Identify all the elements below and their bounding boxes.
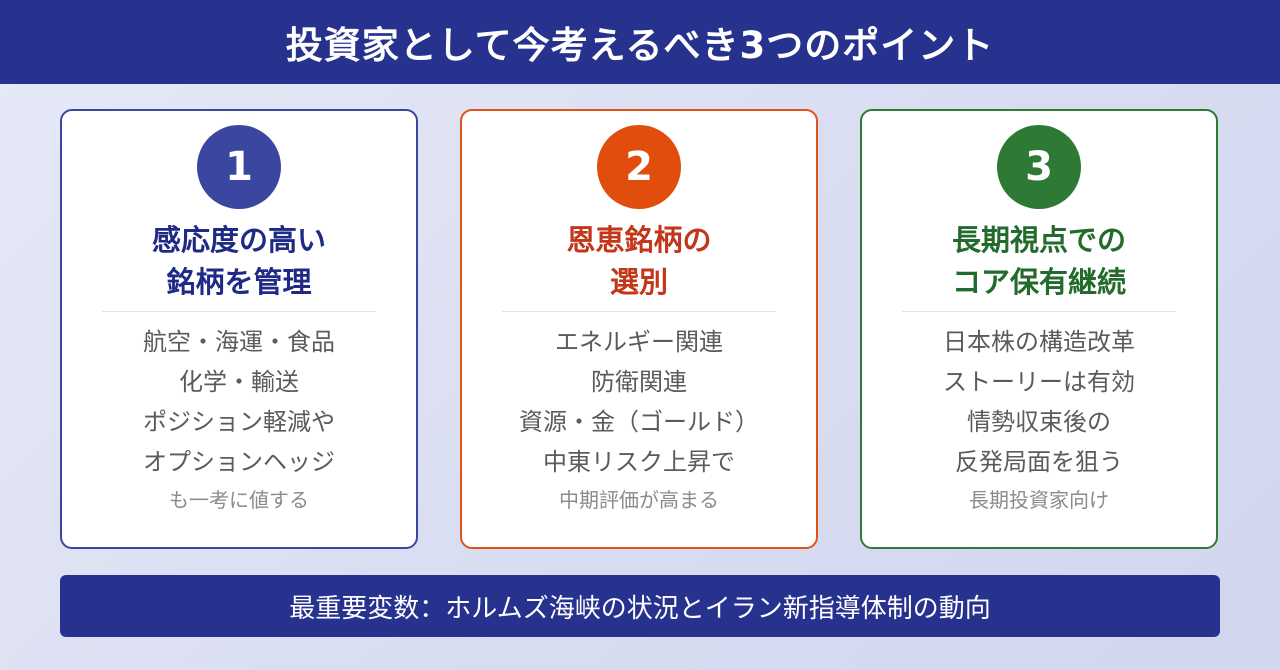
card-title: 恩恵銘柄の 選別 <box>462 219 816 303</box>
card-body-line: 中東リスク上昇で <box>543 448 735 476</box>
header-banner: 投資家として今考えるべき3つのポイント <box>0 0 1280 84</box>
divider <box>102 311 376 312</box>
card-body: 航空・海運・食品 化学・輸送 ポジション軽減や オプションヘッジ <box>62 322 416 482</box>
card-body-line: ストーリーは有効 <box>943 368 1135 396</box>
card-note: も一考に値する <box>169 488 309 512</box>
card-note: 中期評価が高まる <box>559 488 719 512</box>
card-note: 長期投資家向け <box>969 488 1109 512</box>
card-body-line: 航空・海運・食品 <box>143 328 335 356</box>
divider <box>502 311 776 312</box>
footer-banner: 最重要変数：ホルムズ海峡の状況とイラン新指導体制の動向 <box>60 575 1220 637</box>
point-card-3: 3 長期視点での コア保有継続 日本株の構造改革 ストーリーは有効 情勢収束後の… <box>860 109 1218 549</box>
point-card-1: 1 感応度の高い 銘柄を管理 航空・海運・食品 化学・輸送 ポジション軽減や オ… <box>60 109 418 549</box>
card-body: 日本株の構造改革 ストーリーは有効 情勢収束後の 反発局面を狙う <box>862 322 1216 482</box>
number-badge: 1 <box>197 125 281 209</box>
card-title-line: 恩恵銘柄の <box>566 223 712 257</box>
card-title: 感応度の高い 銘柄を管理 <box>62 219 416 303</box>
card-title: 長期視点での コア保有継続 <box>862 219 1216 303</box>
card-body-line: ポジション軽減や <box>143 408 335 436</box>
number-badge: 3 <box>997 125 1081 209</box>
number-badge: 2 <box>597 125 681 209</box>
card-body-line: 資源・金（ゴールド） <box>519 408 759 436</box>
card-body-line: 防衛関連 <box>591 368 687 396</box>
page-title: 投資家として今考えるべき3つのポイント <box>285 24 995 67</box>
card-title-line: 感応度の高い <box>151 223 326 257</box>
card-title-line: コア保有継続 <box>951 265 1126 299</box>
card-title-line: 長期視点での <box>951 223 1126 257</box>
card-body-line: オプションヘッジ <box>143 448 335 476</box>
card-body-line: 日本株の構造改革 <box>943 328 1135 356</box>
point-card-2: 2 恩恵銘柄の 選別 エネルギー関連 防衛関連 資源・金（ゴールド） 中東リスク… <box>460 109 818 549</box>
card-body: エネルギー関連 防衛関連 資源・金（ゴールド） 中東リスク上昇で <box>462 322 816 482</box>
divider <box>902 311 1176 312</box>
card-title-line: 銘柄を管理 <box>166 265 312 299</box>
card-body-line: 化学・輸送 <box>179 368 299 396</box>
card-body-line: 情勢収束後の <box>967 408 1111 436</box>
card-body-line: 反発局面を狙う <box>955 448 1123 476</box>
card-body-line: エネルギー関連 <box>555 328 723 356</box>
card-title-line: 選別 <box>609 265 668 299</box>
footer-text: 最重要変数：ホルムズ海峡の状況とイラン新指導体制の動向 <box>289 593 991 624</box>
